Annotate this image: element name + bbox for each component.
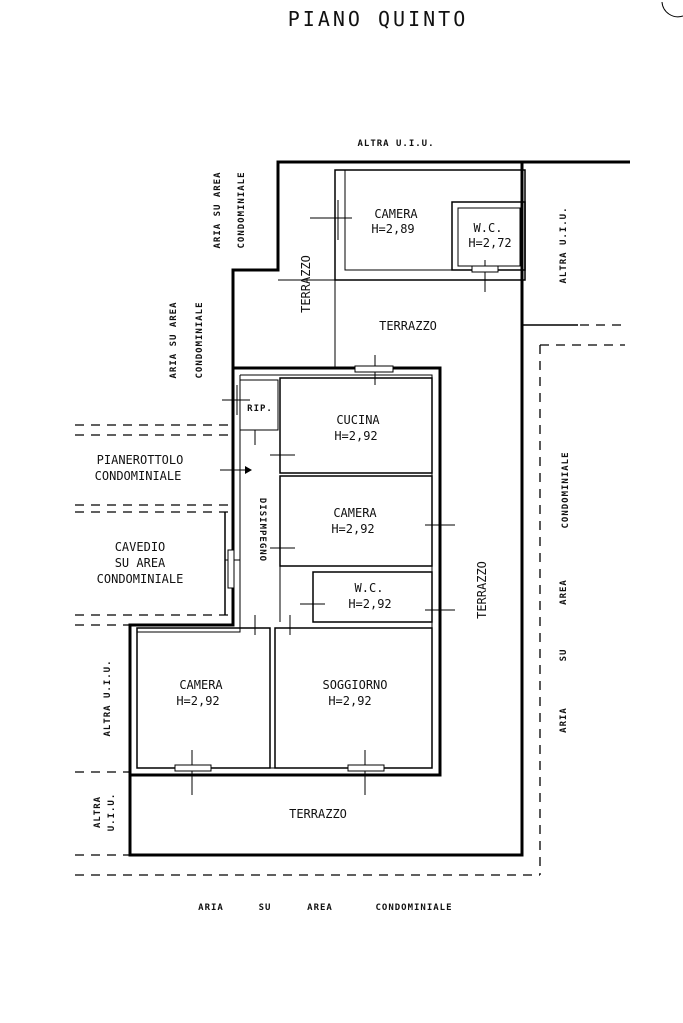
wc-top-label: W.C. (474, 221, 503, 235)
terrace-bottom-label: TERRAZZO (289, 807, 347, 821)
terrace-right-label: TERRAZZO (475, 561, 489, 619)
camera-mid-room (279, 475, 433, 567)
door-marks (174, 200, 499, 795)
camera-top-inner (344, 169, 526, 271)
cucina-label: CUCINA (336, 413, 380, 427)
disimpegno-label: DISIMPEGNO (257, 498, 267, 562)
soggiorno-height: H=2,92 (328, 694, 371, 708)
camera-mid-height: H=2,92 (331, 522, 374, 536)
wc-mid-height: H=2,92 (348, 597, 391, 611)
rip-label: RIP. (247, 404, 273, 414)
camera-top-label: CAMERA (374, 207, 418, 221)
apartment-outline (128, 366, 442, 777)
right-label-3: SU (559, 649, 569, 662)
left-upper-1-b: CONDOMINIALE (237, 171, 247, 248)
cucina-height: H=2,92 (334, 429, 377, 443)
right-upper-neighbor-label: ALTRA U.I.U. (559, 206, 569, 283)
wc-mid-label: W.C. (355, 581, 384, 595)
camera-top-height: H=2,89 (371, 222, 414, 236)
rip-room (239, 379, 279, 431)
left-upper-1-a: ARIA SU AREA (213, 171, 223, 248)
left-upper-2-b: CONDOMINIALE (195, 301, 205, 378)
outer-wall-top (231, 160, 630, 368)
pianerottolo-label-1: PIANEROTTOLO (97, 453, 184, 467)
soggiorno-label: SOGGIORNO (322, 678, 387, 692)
wc-mid-room (312, 571, 433, 623)
cavedio-label-1: CAVEDIO (115, 540, 166, 554)
bottom-label-4: CONDOMINIALE (375, 903, 452, 913)
terrace-left-label: TERRAZZO (299, 255, 313, 313)
camera-mid-label: CAMERA (333, 506, 377, 520)
camera-left-height: H=2,92 (176, 694, 219, 708)
right-label-1: CONDOMINIALE (561, 451, 571, 528)
top-neighbor-label: ALTRA U.I.U. (357, 139, 434, 149)
right-label-4: ARIA (559, 707, 569, 733)
wc-top-height: H=2,72 (468, 236, 511, 250)
cavedio-label-2: SU AREA (115, 556, 166, 570)
terrace-top-label: TERRAZZO (379, 319, 437, 333)
corner-mark (661, 1, 683, 18)
page-title: PIANO QUINTO (288, 7, 469, 31)
pianerottolo-label-2: CONDOMINIALE (95, 469, 182, 483)
bottom-label-3: AREA (307, 903, 333, 913)
outer-wall-terrace (128, 368, 524, 857)
cucina-room (279, 377, 433, 474)
left-bottom-neighbor-b: U.I.U. (107, 793, 117, 832)
left-upper-2-a: ARIA SU AREA (169, 301, 179, 378)
right-label-2: AREA (559, 579, 569, 605)
left-lower-neighbor-label: ALTRA U.I.U. (103, 659, 113, 736)
bottom-label-2: SU (259, 903, 272, 913)
left-bottom-neighbor-a: ALTRA (93, 796, 103, 828)
bottom-label-1: ARIA (198, 903, 224, 913)
cavedio-label-3: CONDOMINIALE (97, 572, 184, 586)
camera-left-label: CAMERA (179, 678, 223, 692)
